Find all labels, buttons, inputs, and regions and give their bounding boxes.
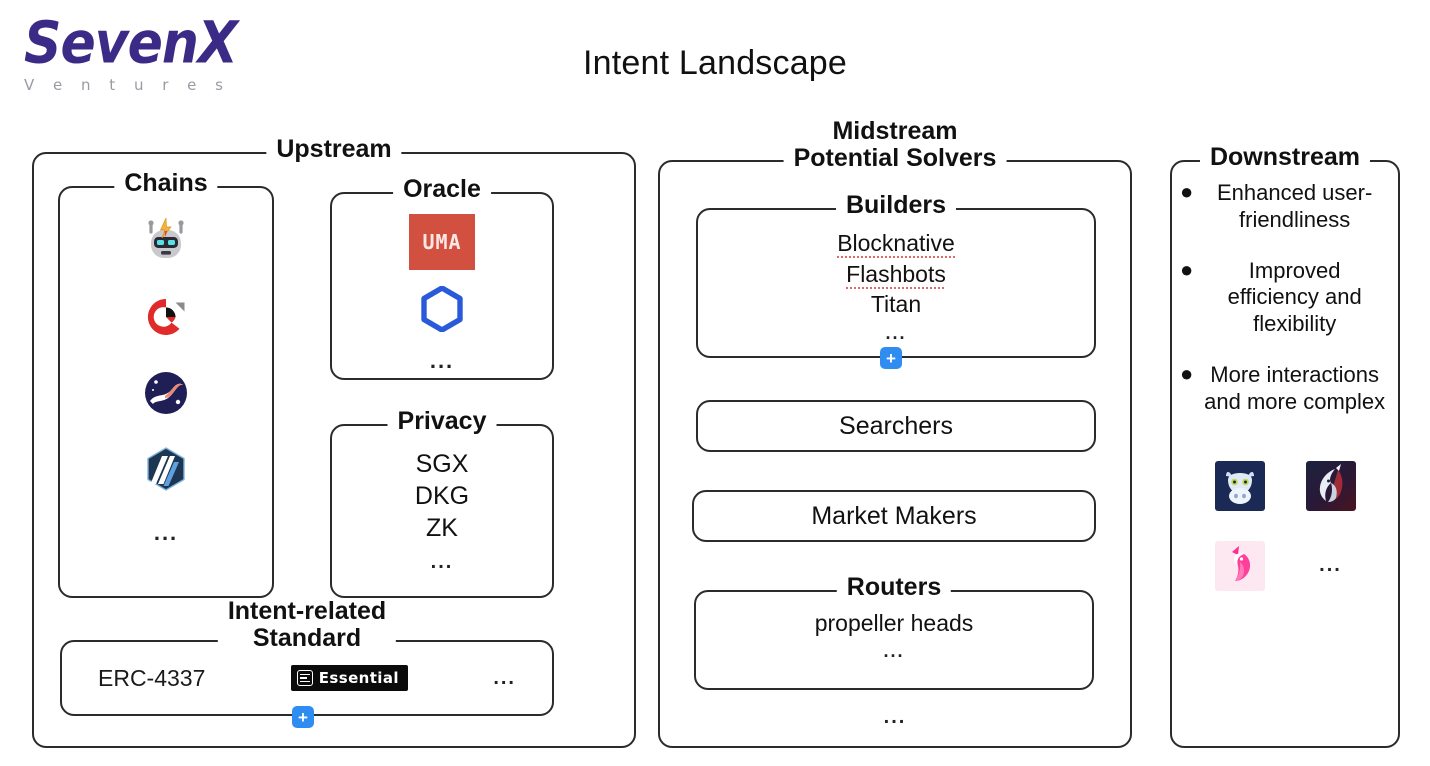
chains-label: Chains bbox=[114, 170, 218, 197]
bullet-marker-icon: ● bbox=[1180, 361, 1194, 387]
list-item: ● Enhanced user-friendliness bbox=[1180, 179, 1388, 234]
upstream-section: Upstream Chains bbox=[32, 136, 636, 748]
routers-box: Routers propeller heads ... bbox=[694, 574, 1094, 690]
privacy-box: Privacy SGX DKG ZK ... bbox=[330, 408, 554, 598]
oracle-list: UMA ... bbox=[332, 194, 552, 374]
downstream-bullet-text: Improved efficiency and flexibility bbox=[1227, 257, 1362, 337]
chains-list: ... bbox=[60, 188, 272, 546]
privacy-list: SGX DKG ZK ... bbox=[332, 426, 552, 576]
searchers-box: Searchers bbox=[696, 400, 1096, 452]
essential-logo: Essential bbox=[290, 665, 408, 691]
blue-hexagon-chain-icon bbox=[141, 444, 191, 494]
downstream-label: Downstream bbox=[1199, 144, 1371, 171]
builders-item: Titan bbox=[870, 291, 922, 318]
sevenx-ventures-logo: SevenX V e n t u r e s bbox=[24, 12, 274, 94]
downstream-bullet-text: More interactions and more complex bbox=[1204, 362, 1386, 414]
routers-list: propeller heads ... bbox=[696, 592, 1092, 663]
privacy-item: ZK bbox=[426, 514, 458, 542]
privacy-more: ... bbox=[430, 551, 454, 573]
routers-label: Routers bbox=[836, 574, 952, 601]
upstream-label: Upstream bbox=[266, 136, 402, 163]
suave-swoosh-icon bbox=[141, 368, 191, 418]
downstream-bullet-text: Enhanced user-friendliness bbox=[1216, 180, 1373, 232]
market-makers-label: Market Makers bbox=[811, 501, 977, 530]
midstream-label-line1: Midstream bbox=[832, 116, 958, 145]
midstream-more: ... bbox=[883, 706, 907, 728]
downstream-logos: ... bbox=[1172, 440, 1398, 606]
intent-standard-items: ERC-4337 Essential ... bbox=[62, 642, 552, 714]
builders-list: Blocknative Flashbots Titan ... bbox=[698, 210, 1094, 346]
builders-box: Builders Blocknative Flashbots Titan ... bbox=[696, 192, 1096, 358]
uma-logo: UMA bbox=[409, 214, 475, 270]
chains-box: Chains bbox=[58, 170, 274, 598]
list-item: ● More interactions and more complex bbox=[1180, 362, 1388, 416]
market-makers-box: Market Makers bbox=[692, 490, 1096, 542]
red-ring-chain-icon bbox=[141, 292, 191, 342]
essential-logo-text: Essential bbox=[318, 669, 399, 687]
midstream-label: Midstream Potential Solvers bbox=[783, 116, 1007, 172]
intent-standard-label-line1: Intent-related bbox=[227, 596, 387, 625]
anoma-robot-icon bbox=[140, 214, 192, 266]
downstream-more: ... bbox=[1319, 554, 1342, 577]
page-title: Intent Landscape bbox=[582, 44, 848, 82]
intent-standard-box: Intent-related Standard ERC-4337 Essenti… bbox=[60, 597, 554, 716]
bullet-marker-icon: ● bbox=[1180, 179, 1194, 204]
privacy-item: DKG bbox=[414, 482, 470, 510]
oracle-box: Oracle UMA ... bbox=[330, 176, 554, 380]
add-builder-button[interactable]: + bbox=[880, 347, 902, 369]
chainlink-logo bbox=[421, 286, 463, 332]
chains-more: ... bbox=[153, 520, 179, 545]
uniswap-unicorn-logo bbox=[1194, 526, 1285, 606]
intent-standard-more: ... bbox=[493, 666, 516, 689]
uma-logo-text: UMA bbox=[422, 230, 462, 254]
builders-more: ... bbox=[885, 322, 907, 343]
intent-standard-label-line2: Standard bbox=[252, 623, 362, 652]
builders-label: Builders bbox=[835, 192, 957, 219]
privacy-item: SGX bbox=[415, 450, 469, 478]
cowswap-logo bbox=[1194, 446, 1285, 526]
builders-item: Blocknative bbox=[837, 230, 955, 258]
brand-tagline: V e n t u r e s bbox=[24, 76, 230, 94]
add-standard-button[interactable]: + bbox=[292, 706, 314, 728]
downstream-bullets: ● Enhanced user-friendliness ● Improved … bbox=[1172, 162, 1398, 416]
privacy-label: Privacy bbox=[387, 408, 497, 435]
routers-more: ... bbox=[883, 641, 905, 662]
erc-4337-item: ERC-4337 bbox=[98, 664, 206, 691]
list-item: ● Improved efficiency and flexibility bbox=[1180, 256, 1388, 338]
oracle-more: ... bbox=[429, 348, 455, 373]
intent-standard-label: Intent-related Standard bbox=[217, 596, 397, 652]
midstream-section: Midstream Potential Solvers Builders Blo… bbox=[658, 117, 1132, 748]
searchers-label: Searchers bbox=[839, 411, 953, 440]
builders-item: Flashbots bbox=[846, 260, 946, 289]
1inch-unicorn-logo bbox=[1285, 446, 1376, 526]
oracle-label: Oracle bbox=[393, 176, 491, 203]
routers-item: propeller heads bbox=[814, 610, 974, 636]
downstream-section: Downstream ● Enhanced user-friendliness … bbox=[1170, 144, 1400, 748]
essential-glyph-icon bbox=[296, 670, 313, 686]
midstream-label-line2: Potential Solvers bbox=[793, 143, 997, 172]
bullet-marker-icon: ● bbox=[1180, 256, 1194, 282]
brand-wordmark: SevenX bbox=[24, 9, 238, 77]
